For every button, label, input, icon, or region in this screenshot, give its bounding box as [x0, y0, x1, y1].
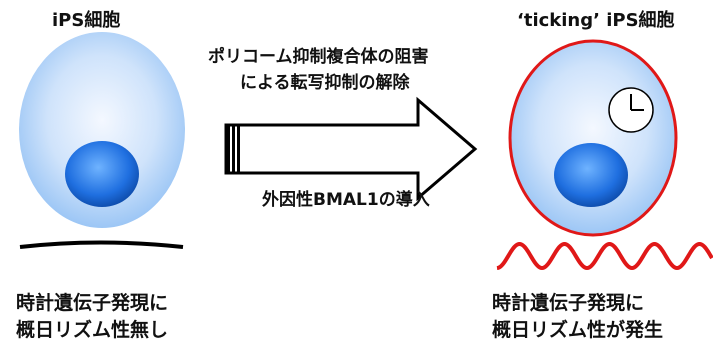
flat-expression-line: [19, 240, 184, 249]
arrow-tail-stripe-3: [237, 125, 240, 173]
arrow-label-bottom: 外因性BMAL1の導入: [262, 190, 430, 210]
right-cell-title: ‘ticking’ iPS細胞: [517, 10, 675, 31]
left-cell-description: 時計遺伝子発現に 概日リズム性無し: [16, 290, 168, 344]
left-description-line-2: 概日リズム性無し: [16, 319, 169, 341]
arrow-tail-stripe-1: [227, 125, 230, 173]
process-arrow: [224, 96, 478, 202]
clock-icon: [608, 87, 654, 133]
arrow-label-top-line-1: ポリコーム抑制複合体の阻害: [208, 47, 429, 67]
left-cell: [19, 32, 185, 228]
right-cell: [508, 39, 678, 237]
right-description-line-2: 概日リズム性が発生: [492, 319, 664, 341]
arrow-shape: [224, 96, 478, 202]
rhythmic-expression-wave: [496, 242, 713, 271]
right-cell-description: 時計遺伝子発現に 概日リズム性が発生: [492, 290, 663, 344]
left-cell-title: iPS細胞: [52, 10, 121, 31]
left-cell-nucleus: [65, 141, 139, 207]
left-cell-body: [19, 32, 185, 228]
left-description-line-1: 時計遺伝子発現に: [16, 292, 169, 314]
right-cell-nucleus: [554, 143, 628, 207]
arrow-tail-stripe-2: [232, 125, 235, 173]
right-description-line-1: 時計遺伝子発現に: [492, 292, 645, 314]
arrow-label-top-line-2: による転写抑制の解除: [240, 73, 410, 93]
